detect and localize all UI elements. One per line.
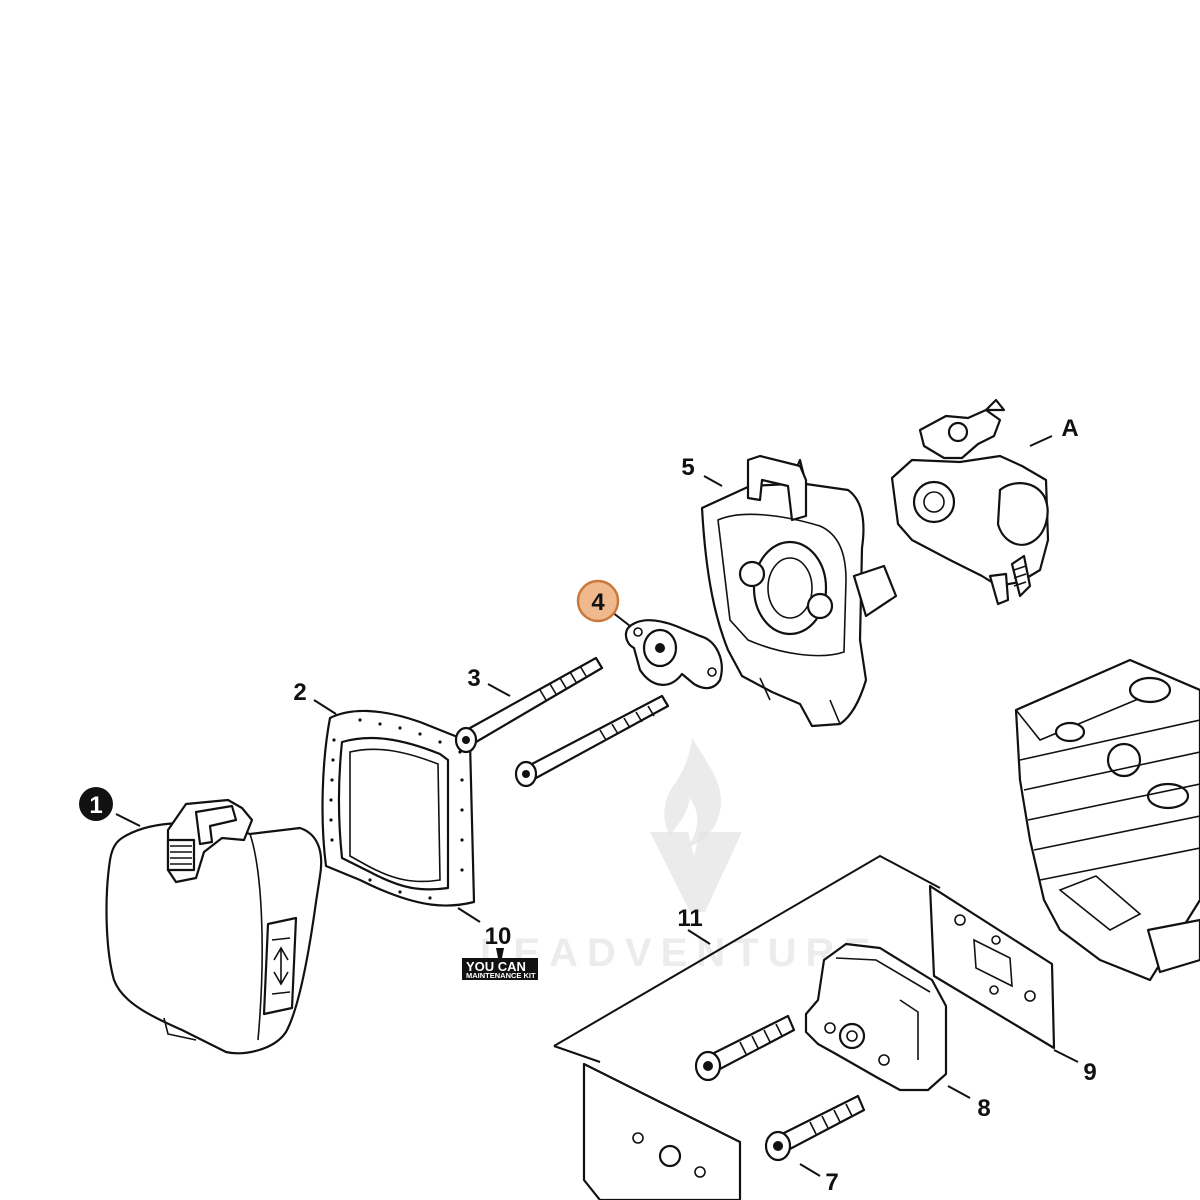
svg-text:4: 4 <box>591 589 605 616</box>
svg-text:5: 5 <box>681 454 694 481</box>
part-5-housing[interactable] <box>700 454 898 728</box>
svg-text:11: 11 <box>677 905 702 932</box>
callout-7[interactable]: 7 <box>825 1169 838 1196</box>
part-11-gasket-set[interactable] <box>553 854 941 1200</box>
callout-3[interactable]: 3 <box>467 665 480 692</box>
svg-text:9: 9 <box>1083 1059 1096 1086</box>
part-8-intake-flange[interactable] <box>804 942 948 1092</box>
leader-lines <box>115 435 1079 1177</box>
svg-text:8: 8 <box>977 1095 990 1122</box>
kit-badge-line2: MAINTENANCE KIT <box>466 971 536 980</box>
callout-a[interactable]: A <box>1061 415 1078 442</box>
svg-text:10: 10 <box>485 923 512 950</box>
svg-text:A: A <box>1061 415 1078 442</box>
callout-11[interactable]: 11 <box>677 905 702 932</box>
callout-2[interactable]: 2 <box>293 679 306 706</box>
watermark-flame-icon <box>664 738 722 846</box>
part-1-filter-cover[interactable] <box>105 798 323 1055</box>
svg-text:3: 3 <box>467 665 480 692</box>
part-7-screw[interactable] <box>764 1094 866 1162</box>
part-4-spacer[interactable] <box>624 619 723 690</box>
cylinder <box>1014 658 1200 982</box>
part-8-screw[interactable] <box>694 1014 796 1082</box>
svg-text:1: 1 <box>89 792 102 819</box>
callout-8[interactable]: 8 <box>977 1095 990 1122</box>
svg-text:2: 2 <box>293 679 306 706</box>
callout-4[interactable]: 4 <box>576 579 620 623</box>
watermark: LEADVENTURE <box>480 738 879 975</box>
watermark-text: LEADVENTURE <box>480 931 879 975</box>
part-9-gasket[interactable] <box>928 884 1056 1050</box>
maintenance-kit-badge: YOU CAN MAINTENANCE KIT <box>462 948 538 980</box>
callout-1[interactable]: 1 <box>79 787 113 821</box>
callout-10[interactable]: 10 <box>485 923 512 950</box>
part-3-screws[interactable] <box>454 656 670 788</box>
callout-9[interactable]: 9 <box>1083 1059 1096 1086</box>
part-2-filter-frame[interactable] <box>321 709 476 907</box>
kit-badge-line1: YOU CAN <box>466 959 526 974</box>
callout-5[interactable]: 5 <box>681 454 694 481</box>
svg-text:7: 7 <box>825 1169 838 1196</box>
wrench-icon <box>496 948 504 958</box>
watermark-v-icon <box>650 832 742 912</box>
part-a-carburetor[interactable] <box>890 398 1050 606</box>
